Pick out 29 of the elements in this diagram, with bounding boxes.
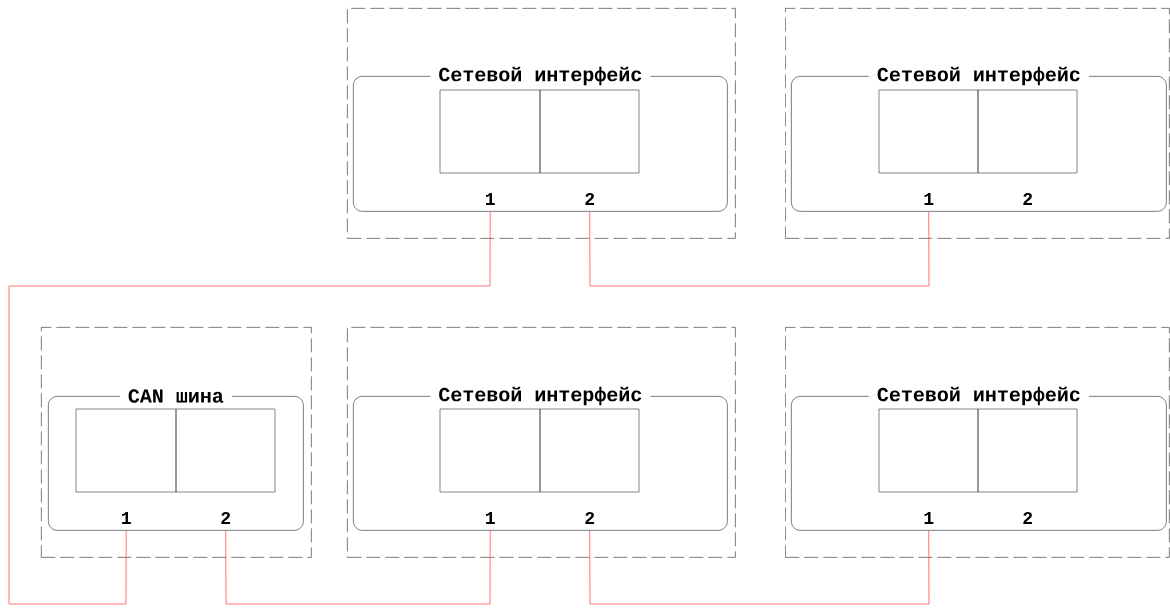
- port-square: 1: [75, 408, 177, 524]
- node-label: 1: [486, 512, 495, 524]
- connection-line: [225, 530, 491, 605]
- port-square: 2: [977, 89, 1078, 205]
- node-label: 1: [924, 512, 934, 524]
- port-square: 1: [878, 408, 979, 524]
- device-frame: [785, 327, 1170, 558]
- device-frame: [347, 8, 736, 239]
- port-square: 2: [175, 408, 276, 525]
- device-frame: [785, 8, 1170, 239]
- connection-line: [8, 211, 491, 605]
- node-label: 2: [1023, 511, 1033, 525]
- node-label: 1: [924, 193, 934, 205]
- device-frame: [347, 327, 736, 558]
- node-label: 1: [486, 193, 495, 205]
- node-label: 2: [1023, 192, 1033, 206]
- port-square: 2: [977, 408, 1078, 525]
- port-square: 1: [439, 408, 541, 524]
- port-square: 2: [539, 89, 640, 205]
- node-label: 2: [585, 192, 595, 206]
- node-label: 2: [585, 511, 595, 525]
- node-label: 1: [122, 512, 131, 524]
- device-frame: [41, 327, 312, 558]
- connection-line: [589, 530, 930, 605]
- node-label: 2: [221, 511, 231, 525]
- connection-line: [589, 211, 930, 287]
- port-square: 1: [878, 89, 979, 205]
- port-square: 1: [439, 89, 541, 205]
- port-square: 2: [539, 408, 640, 525]
